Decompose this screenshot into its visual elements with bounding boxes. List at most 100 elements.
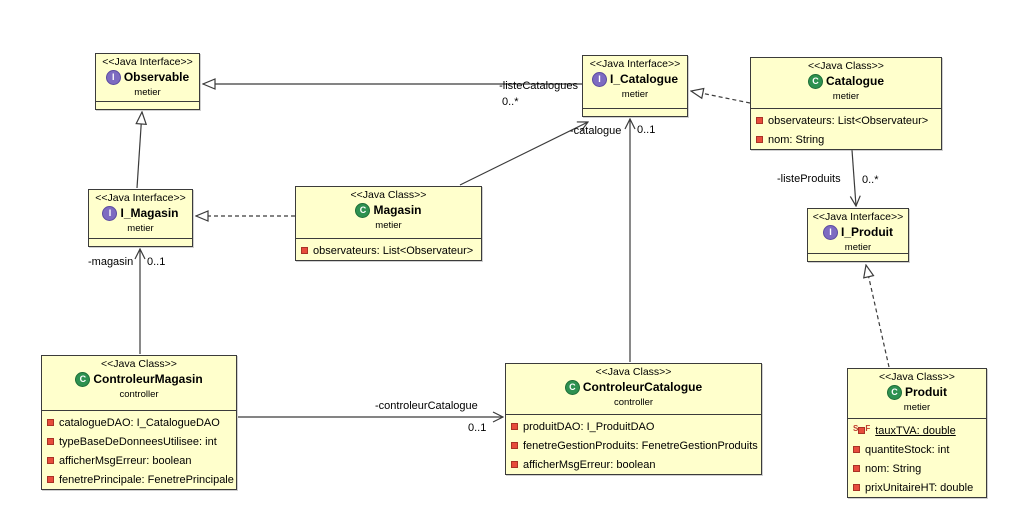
package-label: metier — [127, 223, 154, 234]
edge-label-liste-catalogues[interactable]: -listeCatalogues — [499, 80, 578, 92]
stereotype-label: <<Java Interface>> — [589, 58, 681, 70]
attribute-row[interactable]: fenetrePrincipale: FenetrePrincipale — [47, 470, 234, 489]
stereotype-label: <<Java Interface>> — [812, 211, 904, 223]
private-field-icon — [853, 465, 860, 472]
empty-compartment — [583, 108, 687, 116]
edge-realization-produit-iproduit[interactable] — [866, 265, 890, 368]
attribute-text: afficherMsgErreur: boolean — [59, 454, 192, 467]
attribute-row[interactable]: catalogueDAO: I_CatalogueDAO — [47, 413, 234, 432]
class-icon: C — [75, 372, 91, 387]
class-name: Observable — [123, 70, 190, 84]
edge-association-magasin-listecatalogues[interactable] — [459, 122, 588, 186]
class-name: ControleurCatalogue — [582, 380, 703, 394]
private-field-icon — [511, 461, 518, 468]
attribute-row[interactable]: observateurs: List<Observateur> — [756, 111, 939, 130]
stereotype-label: <<Java Class>> — [808, 60, 884, 72]
class-name: I_Produit — [840, 225, 893, 239]
private-field-icon — [511, 423, 518, 430]
edge-label-controleur-catalogue[interactable]: -controleurCatalogue — [375, 400, 478, 412]
attributes-compartment: produitDAO: I_ProduitDAO fenetreGestionP… — [506, 414, 761, 474]
interface-icon: I — [591, 72, 607, 87]
attribute-text: nom: String — [865, 462, 922, 475]
empty-compartment — [89, 238, 192, 246]
private-field-icon — [47, 476, 54, 483]
class-icon: C — [355, 203, 371, 218]
edge-multiplicity-magasin[interactable]: 0..1 — [147, 256, 166, 268]
stereotype-label: <<Java Class>> — [879, 371, 955, 383]
package-label: metier — [832, 91, 860, 102]
attribute-row[interactable]: afficherMsgErreur: boolean — [511, 455, 759, 474]
attribute-row[interactable]: observateurs: List<Observateur> — [301, 241, 479, 260]
attribute-row[interactable]: fenetreGestionProduits: FenetreGestionPr… — [511, 436, 759, 455]
edge-realization-catalogue-icatalogue[interactable] — [691, 91, 751, 104]
attribute-text: fenetrePrincipale: FenetrePrincipale — [59, 473, 234, 486]
edge-multiplicity-liste-produits[interactable]: 0..* — [862, 174, 879, 186]
class-name: Produit — [905, 385, 947, 399]
attribute-row[interactable]: nom: String — [756, 130, 939, 149]
edge-multiplicity-controleur-catalogue[interactable]: 0..1 — [468, 422, 487, 434]
attribute-row[interactable]: produitDAO: I_ProduitDAO — [511, 417, 759, 436]
edge-label-liste-produits[interactable]: -listeProduits — [777, 173, 841, 185]
edge-generalization-imagasin-observable[interactable] — [137, 112, 142, 189]
class-name: Catalogue — [825, 74, 884, 88]
private-field-icon — [47, 457, 54, 464]
private-field-icon — [853, 484, 860, 491]
stereotype-label: <<Java Interface>> — [102, 56, 193, 68]
stereotype-label: <<Java Interface>> — [95, 192, 186, 204]
class-name: ControleurMagasin — [93, 372, 203, 386]
edge-label-catalogue[interactable]: -catalogue — [570, 125, 622, 137]
package-label: metier — [375, 220, 402, 231]
stereotype-label: <<Java Class>> — [595, 366, 672, 378]
private-field-icon — [47, 438, 54, 445]
interface-icon: I — [105, 70, 121, 85]
edge-label-magasin[interactable]: -magasin — [88, 256, 134, 268]
attribute-text: nom: String — [768, 133, 825, 146]
stereotype-label: <<Java Class>> — [101, 358, 177, 370]
attribute-row[interactable]: quantiteStock: int — [853, 440, 984, 459]
attribute-row[interactable]: typeBaseDeDonneesUtilisee: int — [47, 432, 234, 451]
attribute-row[interactable]: nom: String — [853, 459, 984, 478]
attribute-text: fenetreGestionProduits: FenetreGestionPr… — [523, 439, 758, 452]
attribute-row[interactable]: afficherMsgErreur: boolean — [47, 451, 234, 470]
package-label: metier — [134, 87, 161, 98]
attribute-text: prixUnitaireHT: double — [865, 481, 974, 494]
class-icon: C — [807, 74, 823, 89]
private-field-icon — [853, 446, 860, 453]
attribute-text: catalogueDAO: I_CatalogueDAO — [59, 416, 220, 429]
interface-icon: I — [822, 225, 838, 240]
interface-icon: I — [102, 206, 118, 221]
package-label: metier — [903, 402, 931, 413]
edge-multiplicity-catalogue[interactable]: 0..1 — [637, 124, 656, 136]
class-icon: C — [564, 380, 580, 395]
private-field-icon — [756, 136, 763, 143]
attribute-text: quantiteStock: int — [865, 443, 950, 456]
edge-association-catalogue-listeproduits[interactable] — [852, 149, 856, 206]
attributes-compartment: observateurs: List<Observateur> — [296, 238, 481, 260]
attribute-row[interactable]: prixUnitaireHT: double — [853, 478, 984, 497]
attribute-text: produitDAO: I_ProduitDAO — [523, 420, 655, 433]
attribute-text: typeBaseDeDonneesUtilisee: int — [59, 435, 217, 448]
class-icon: C — [887, 385, 902, 400]
edge-multiplicity-liste-catalogues[interactable]: 0..* — [502, 96, 519, 108]
package-label: controller — [119, 389, 159, 400]
